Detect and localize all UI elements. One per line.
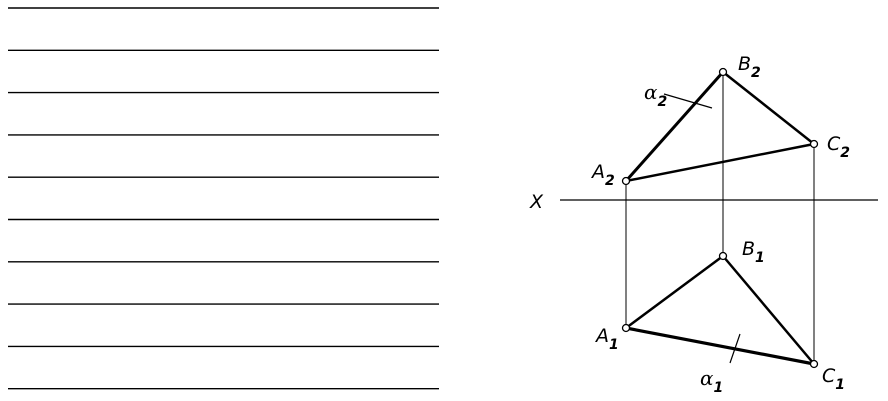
point-a1 (621, 323, 631, 333)
label-alpha2: α2 (644, 80, 667, 110)
label-c1: C1 (822, 365, 845, 393)
label-a1: A1 (594, 325, 619, 353)
edge-a2-b2 (624, 71, 725, 182)
point-b2 (718, 67, 728, 77)
alpha1-tick (729, 333, 741, 364)
axis-label: X (529, 191, 544, 213)
edge-a2-c2 (625, 142, 815, 183)
edge-b1-c1 (722, 255, 815, 365)
point-c1 (809, 359, 819, 369)
edge-a1-b1 (625, 254, 724, 330)
point-c2 (809, 139, 819, 149)
answer-lines (8, 7, 439, 390)
label-c2: C2 (827, 133, 850, 161)
label-b2: B2 (738, 53, 761, 81)
label-b1: B1 (742, 238, 765, 266)
point-a2 (621, 176, 631, 186)
edge-b2-c2 (722, 71, 815, 145)
label-a2: A2 (590, 161, 615, 189)
point-b1 (718, 251, 728, 261)
alpha2-leader (663, 93, 713, 109)
edge-a1-c1 (625, 326, 815, 366)
label-alpha1: α1 (700, 366, 723, 396)
